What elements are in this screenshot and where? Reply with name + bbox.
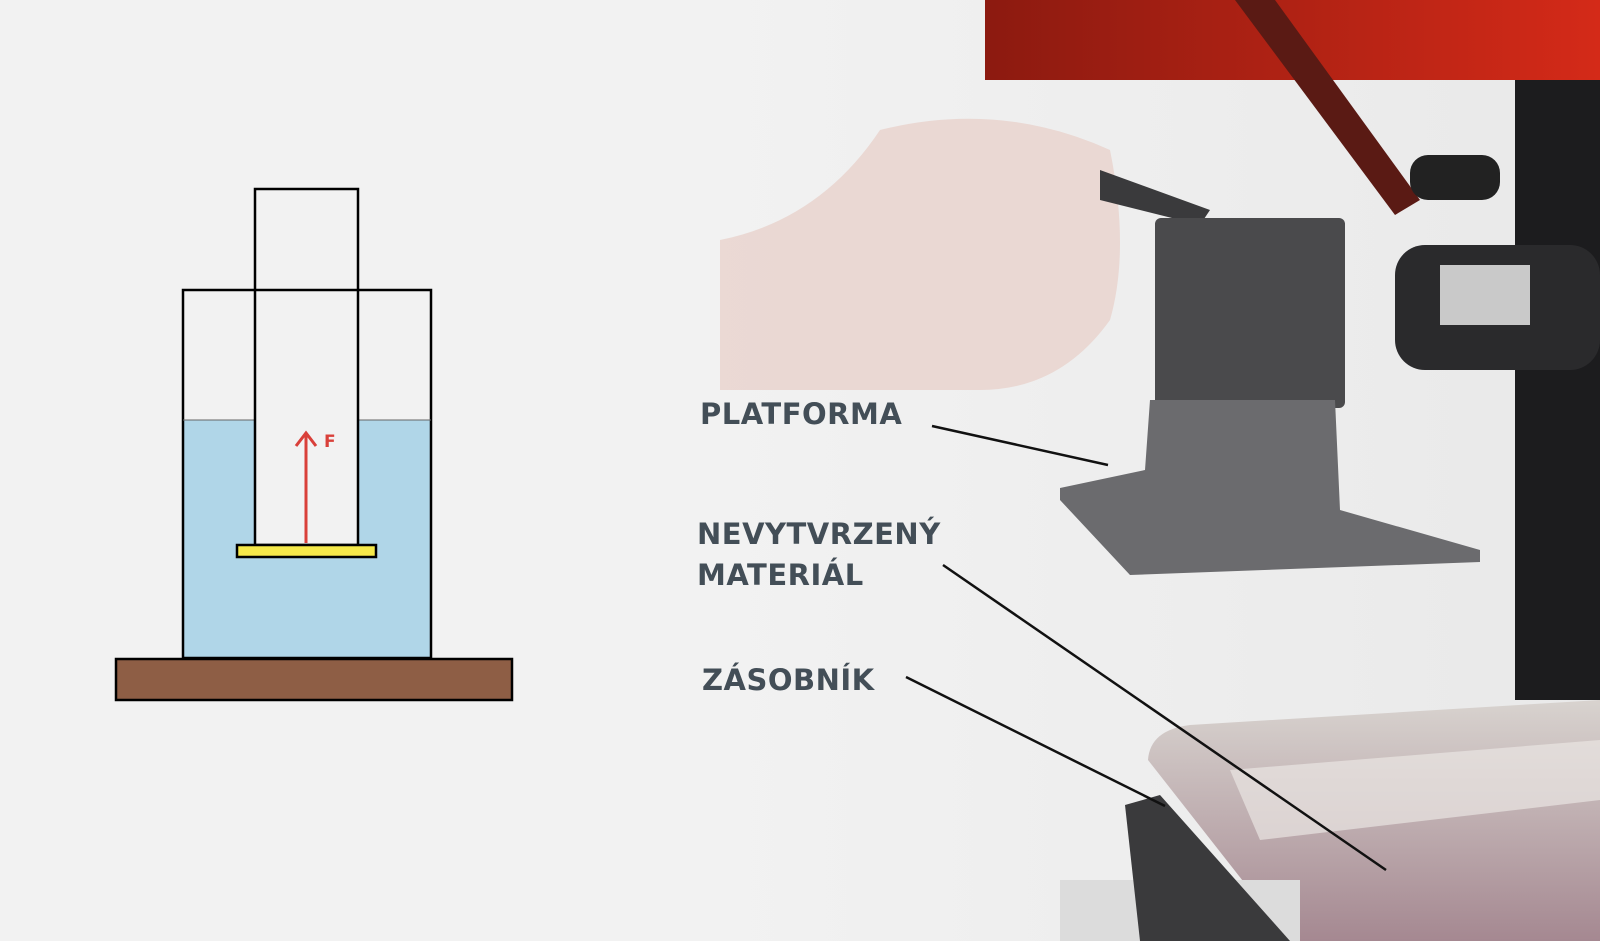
printer-photo [720, 0, 1600, 941]
build-platform [235, 543, 378, 559]
label-uncured-line1: NEVYTVRZENÝ [697, 517, 941, 551]
label-tank: ZÁSOBNÍK [702, 663, 875, 697]
schematic: F [114, 187, 514, 702]
base [114, 657, 514, 702]
arrow-head-icon [294, 430, 318, 447]
force-label: F [324, 432, 336, 452]
label-platform: PLATFORMA [700, 397, 903, 431]
leader-uncured-material [942, 563, 1387, 872]
label-uncured-line2: MATERIÁL [697, 558, 864, 592]
leader-platform [931, 424, 1109, 467]
leader-tank [905, 675, 1166, 808]
